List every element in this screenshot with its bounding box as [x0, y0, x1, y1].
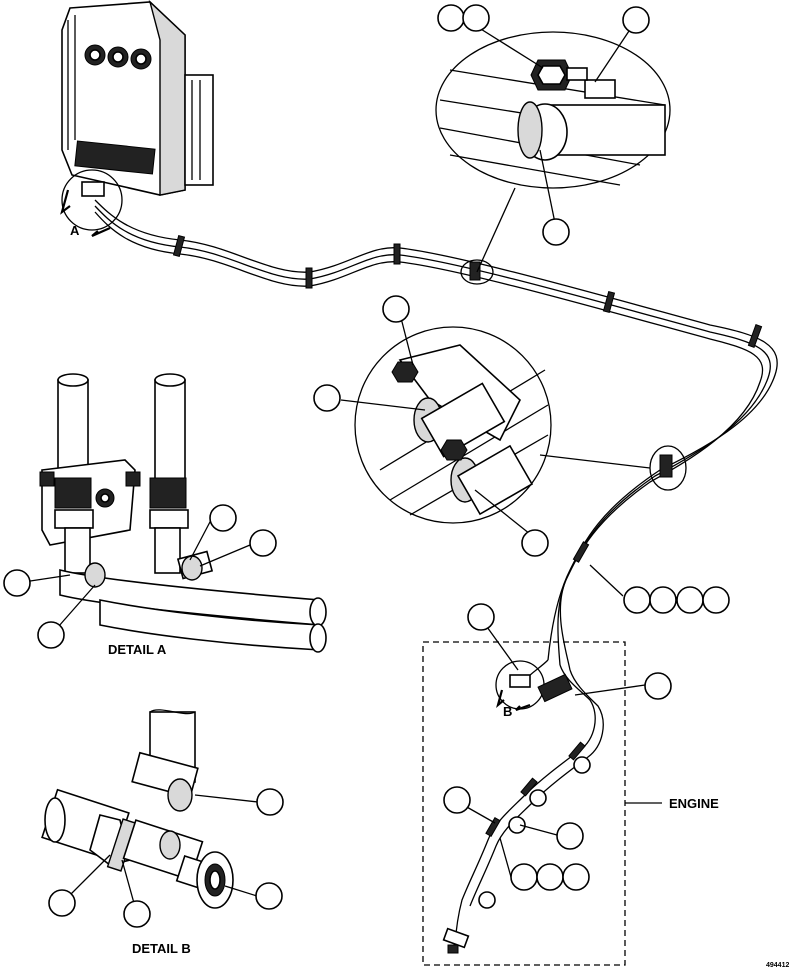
heater-unit [61, 0, 214, 196]
callout-15 [556, 822, 584, 850]
callout-19 [3, 569, 31, 597]
callout-10 [676, 586, 704, 614]
callout-20 [37, 621, 65, 649]
callout-26 [123, 900, 151, 928]
callout-21 [209, 504, 237, 532]
magnified-clamp-top [435, 31, 671, 273]
callout-17 [536, 863, 564, 891]
callout-14 [443, 786, 471, 814]
detail-b-label: DETAIL B [132, 941, 191, 956]
leader-lines [16, 25, 646, 915]
engine-label: ENGINE [669, 796, 719, 811]
view-a-indicator: A [60, 169, 123, 238]
callout-7 [521, 529, 549, 557]
callout-11 [702, 586, 730, 614]
callout-8 [623, 586, 651, 614]
view-b-indicator: B [495, 660, 573, 719]
view-a-label: A [70, 223, 80, 238]
view-b-label: B [503, 704, 512, 719]
callout-2 [462, 4, 490, 32]
callout-12 [467, 603, 495, 631]
callout-3 [622, 6, 650, 34]
callout-6 [313, 384, 341, 412]
engine-area: ENGINE [422, 641, 719, 966]
callout-5 [382, 295, 410, 323]
callout-16 [510, 863, 538, 891]
callout-23 [256, 788, 284, 816]
callout-1 [437, 4, 465, 32]
magnified-clamp-middle [354, 326, 651, 524]
detail-a: DETAIL A [39, 373, 327, 657]
callout-bubbles [3, 4, 730, 928]
callout-18 [562, 863, 590, 891]
callout-4 [542, 218, 570, 246]
callout-24 [255, 882, 283, 910]
callout-25 [48, 889, 76, 917]
fuel-lines [94, 199, 778, 946]
detail-b: DETAIL B [41, 709, 234, 956]
figure-id: 494412 [766, 962, 789, 969]
callout-22 [249, 529, 277, 557]
callout-13 [644, 672, 672, 700]
detail-a-label: DETAIL A [108, 642, 167, 657]
engine-fitting [442, 927, 470, 954]
callout-9 [649, 586, 677, 614]
